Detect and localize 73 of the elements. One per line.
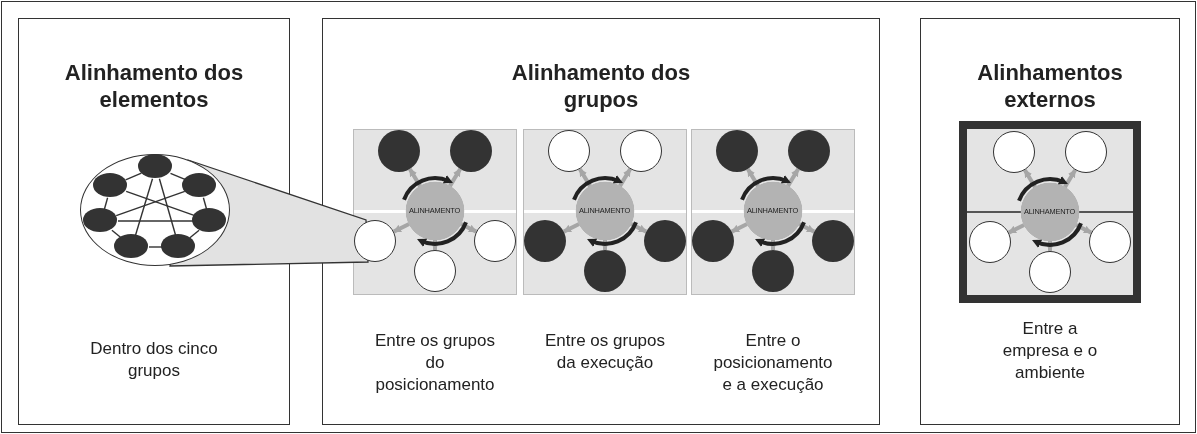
group-circle <box>547 129 590 172</box>
panel-title: Alinhamento dos elementos <box>63 59 245 113</box>
group-circle <box>413 249 456 292</box>
panel-caption: Entre os grupos do posicionamento <box>375 330 495 396</box>
arrow <box>1023 168 1037 189</box>
panel-caption: Entre a empresa e o ambiente <box>1001 318 1099 384</box>
group-circle <box>643 219 686 262</box>
group-circle <box>992 130 1035 173</box>
arrow <box>1007 223 1025 235</box>
panel <box>322 18 880 425</box>
arrow <box>392 222 410 234</box>
connector-line <box>117 220 194 222</box>
group-circle <box>619 129 662 172</box>
arrow <box>1046 241 1054 252</box>
connector-line <box>124 172 143 181</box>
connector-line <box>134 178 154 236</box>
group-circle <box>583 249 626 292</box>
arrow <box>769 240 777 251</box>
element-node <box>182 173 216 197</box>
element-node <box>83 208 117 232</box>
element-node <box>161 234 195 258</box>
arrow <box>578 167 592 188</box>
group-circle <box>523 219 566 262</box>
arrow <box>448 167 462 188</box>
group-circle <box>751 249 794 292</box>
panel-title: Alinhamentos externos <box>976 59 1124 113</box>
panel-title: Alinhamento dos grupos <box>510 59 692 113</box>
element-node <box>192 208 226 232</box>
panel <box>920 18 1180 425</box>
group-circle <box>968 220 1011 263</box>
arrow <box>630 222 648 234</box>
element-node <box>93 173 127 197</box>
group-circle <box>715 129 758 172</box>
element-node <box>138 154 172 178</box>
arrow <box>562 222 580 234</box>
arrow <box>798 222 816 234</box>
panel-caption: Dentro dos cinco grupos <box>89 338 219 382</box>
group-circle <box>691 219 734 262</box>
arrow <box>601 240 609 251</box>
group-circle <box>1064 130 1107 173</box>
arrow <box>618 167 632 188</box>
shaded-panel <box>690 128 855 295</box>
panel <box>18 18 290 425</box>
arrow <box>431 240 439 251</box>
connector-line <box>125 190 196 217</box>
group-circle <box>377 129 420 172</box>
group-circle <box>787 129 830 172</box>
group-circle <box>449 129 492 172</box>
arrow <box>746 167 760 188</box>
shaded-panel <box>352 128 517 295</box>
arrow <box>730 222 748 234</box>
connector-line <box>115 190 186 217</box>
group-circle <box>1088 220 1131 263</box>
shaded-panel <box>522 128 687 295</box>
connector-line <box>158 178 177 236</box>
connector-line <box>111 229 122 239</box>
element-node <box>114 234 148 258</box>
panel-caption: Entre os grupos da execução <box>545 330 665 374</box>
group-circle <box>473 219 516 262</box>
arrow <box>460 222 478 234</box>
connector-line <box>202 197 208 210</box>
arrow <box>1063 168 1077 189</box>
group-circle <box>1028 250 1071 293</box>
connector-line <box>189 229 200 239</box>
arrow <box>1075 223 1093 235</box>
arrow <box>408 167 422 188</box>
framed-panel <box>958 120 1141 303</box>
connector-line <box>148 246 163 248</box>
group-circle <box>811 219 854 262</box>
connector-line <box>103 197 109 210</box>
connector-line <box>169 172 187 181</box>
arrow <box>786 167 800 188</box>
panel-caption: Entre o posicionamento e a execução <box>713 330 833 396</box>
